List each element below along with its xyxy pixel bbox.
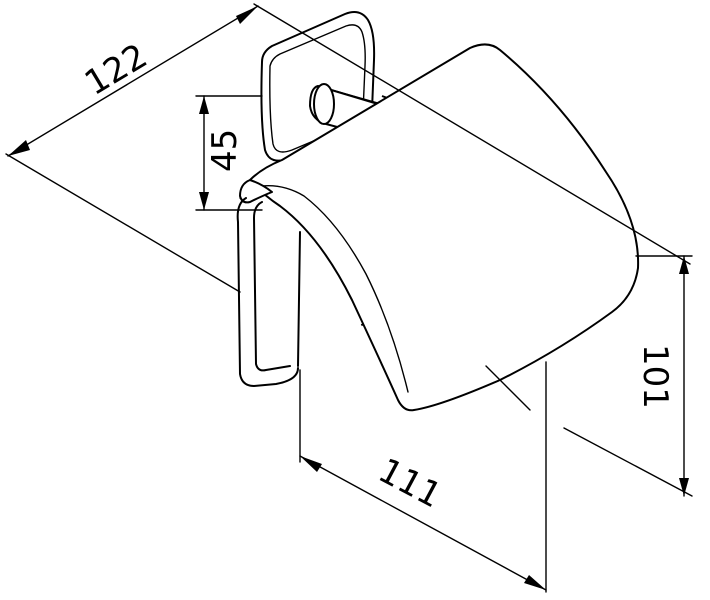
- arrowhead: [679, 478, 689, 496]
- dimension-label-45: 45: [205, 129, 245, 172]
- arrowhead: [199, 96, 209, 114]
- arrowhead: [199, 192, 209, 210]
- arrowhead: [300, 456, 322, 472]
- dimension-label-111: 111: [372, 451, 448, 517]
- side-loop-handle: [236, 197, 301, 387]
- dimension-arrowheads: [8, 6, 689, 590]
- dimension-label-101: 101: [635, 344, 675, 409]
- dimension-lines: [5, 3, 693, 593]
- arrowhead: [236, 6, 258, 24]
- arrowhead: [8, 140, 30, 156]
- dimension-label-122: 122: [78, 36, 154, 104]
- arrowhead: [679, 256, 689, 274]
- arrowhead: [524, 575, 546, 590]
- cover-flap: [239, 43, 640, 412]
